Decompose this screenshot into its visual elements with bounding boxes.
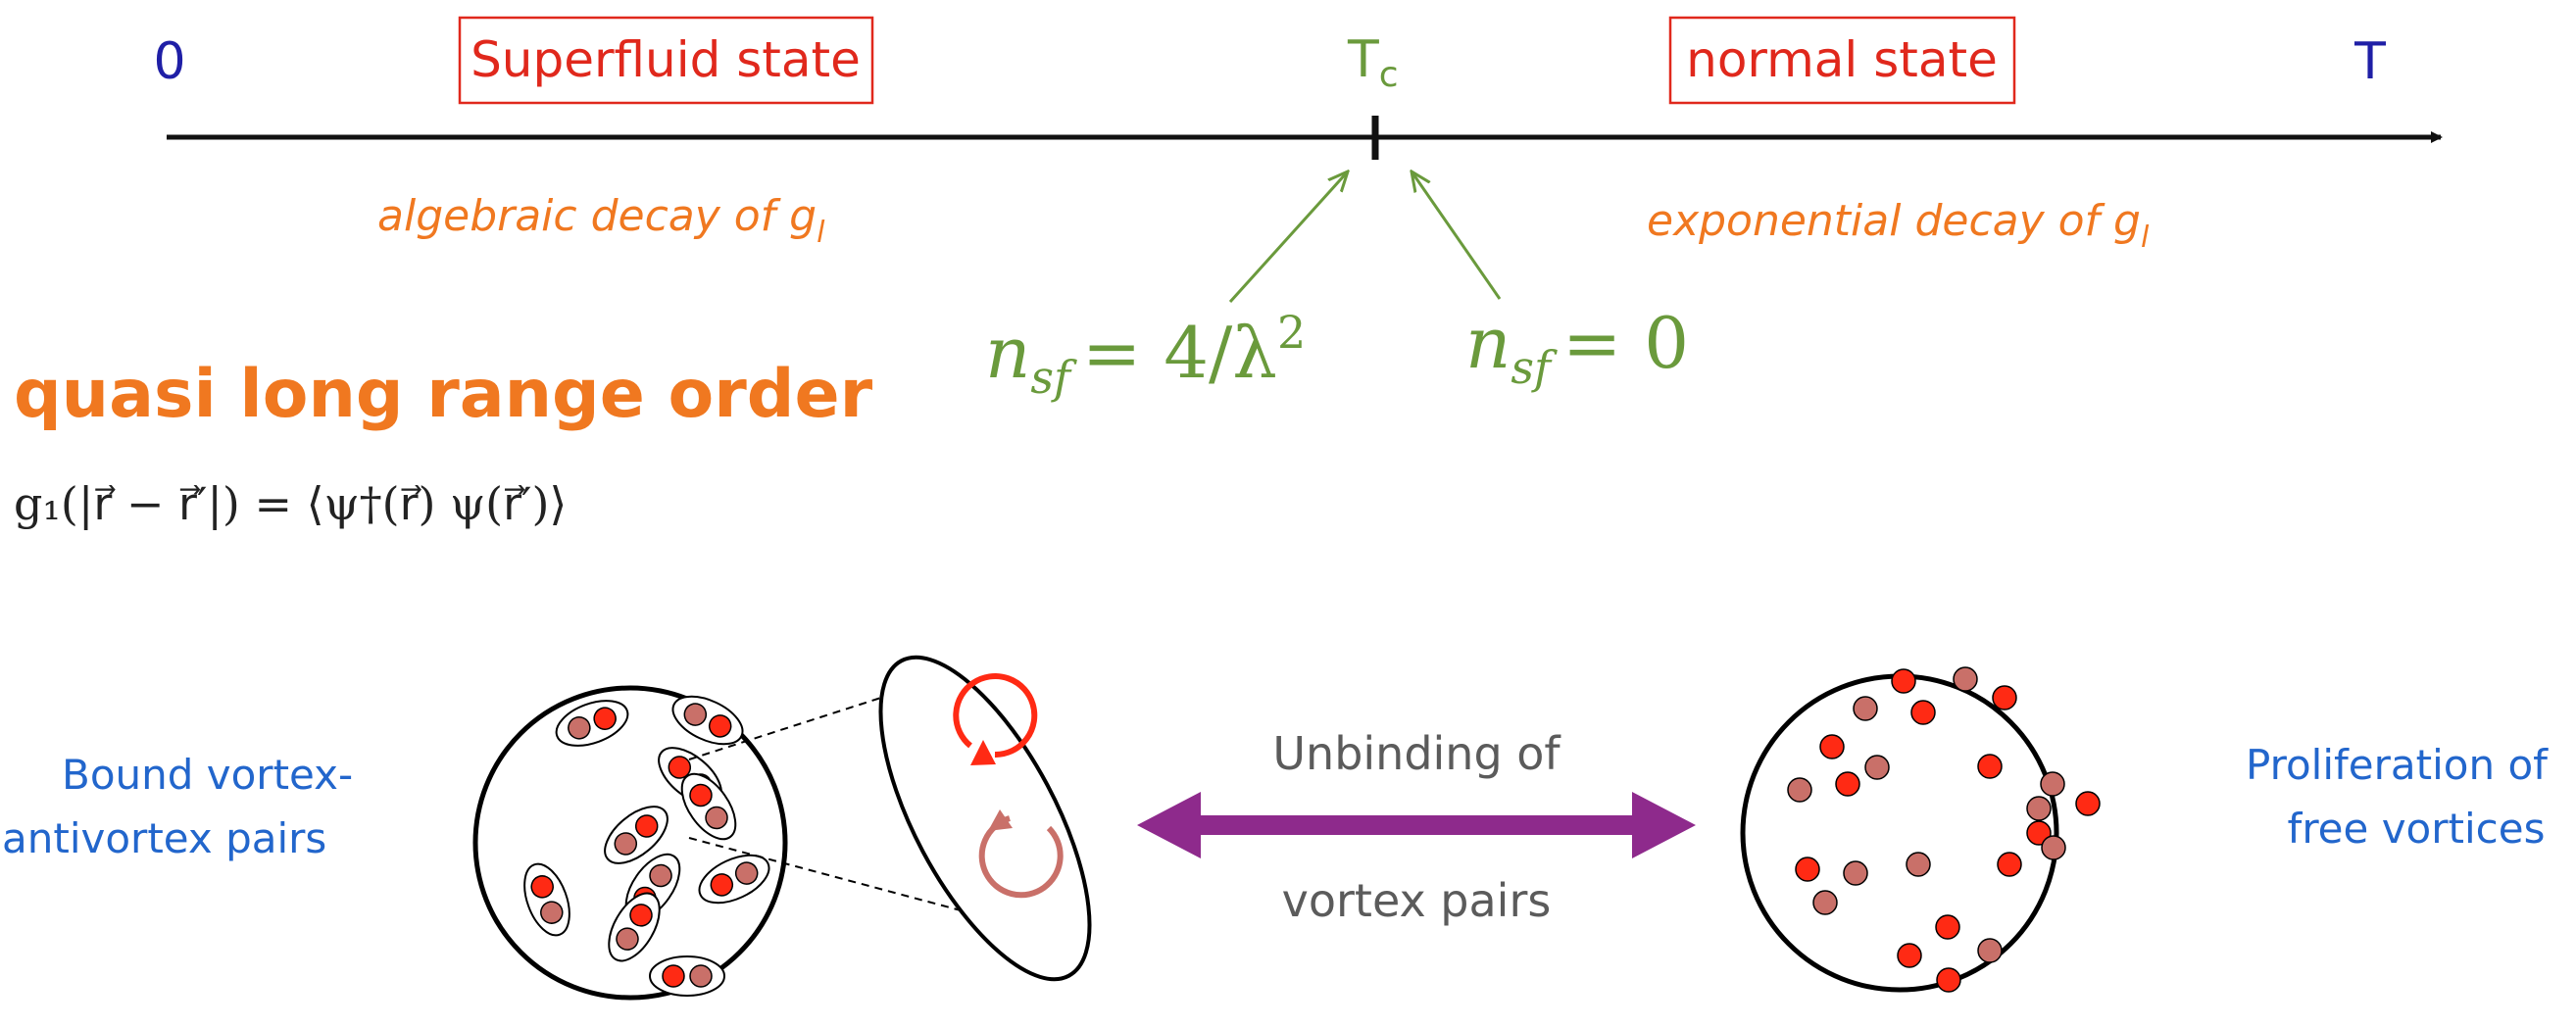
antivortex-dot [2041, 772, 2064, 796]
antivortex-dot [1844, 861, 1867, 885]
nsf-below-tc-formula: nsf= 4/λ2 [985, 306, 1306, 404]
unbinding-label-top: Unbinding of [1272, 727, 1561, 780]
vortex-dot [1796, 857, 1819, 881]
vortex-dot [1998, 853, 2021, 876]
algebraic-decay-text: algebraic decay of gl [377, 191, 825, 250]
normal-state-label: normal state [1686, 31, 1998, 88]
unbinding-label-bottom: vortex pairs [1282, 874, 1552, 927]
antivortex-dot [690, 965, 712, 987]
axis-label-t: T [2353, 32, 2386, 91]
antivortex-dot [1788, 778, 1811, 802]
antivortex-dot [1813, 891, 1837, 914]
exponential-decay-text: exponential decay of gl [1647, 196, 2150, 255]
vortex-dot [1898, 944, 1921, 967]
arrow-to-tc-right [1412, 171, 1500, 299]
bound-pairs-caption-line1: Bound vortex- [62, 751, 353, 799]
nsf-at-tc-formula: nsf= 0 [1465, 302, 1689, 394]
vortex-dot [1937, 968, 1960, 992]
bound-pairs-caption-line2: antivortex pairs [2, 814, 326, 862]
vortex-dot [1936, 915, 1959, 939]
vortex-dot [663, 965, 684, 987]
arrow-to-tc-left [1230, 171, 1348, 302]
vortex-dot [2076, 792, 2100, 815]
g1-correlation-formula: g₁(|r⃗ − r⃗′|) = ⟨ψ†(r⃗) ψ(r⃗′)⟩ [14, 477, 567, 530]
unbinding-double-arrow [1137, 792, 1696, 858]
axis-label-zero: 0 [153, 32, 185, 91]
vortex-dot [1911, 701, 1935, 724]
vortex-dot [1820, 735, 1844, 759]
free-vortices-caption-line1: Proliferation of [2246, 741, 2549, 789]
vortex-dot [1836, 772, 1859, 796]
vortex-pair [650, 956, 724, 996]
bound-pairs-circle [475, 687, 785, 998]
free-vortices-circle [1743, 667, 2100, 992]
antivortex-dot [2042, 836, 2065, 859]
antivortex-dot [1978, 939, 2002, 962]
quasi-long-range-order-heading: quasi long range order [14, 356, 873, 433]
axis-label-tc: Tc [1347, 30, 1399, 95]
antivortex-dot [1954, 667, 1977, 691]
free-vortices-caption-line2: free vortices [2288, 805, 2546, 853]
antivortex-dot [1865, 756, 1889, 779]
vortex-dot [1993, 686, 2016, 710]
antivortex-dot [1854, 697, 1877, 720]
vortex-dot [1892, 669, 1915, 693]
antivortex-dot [2027, 797, 2051, 820]
vortex-dot [1978, 755, 2002, 778]
superfluid-state-label: Superfluid state [471, 31, 861, 88]
zoomed-pair [839, 628, 1131, 1009]
antivortex-dot [1907, 853, 1930, 876]
